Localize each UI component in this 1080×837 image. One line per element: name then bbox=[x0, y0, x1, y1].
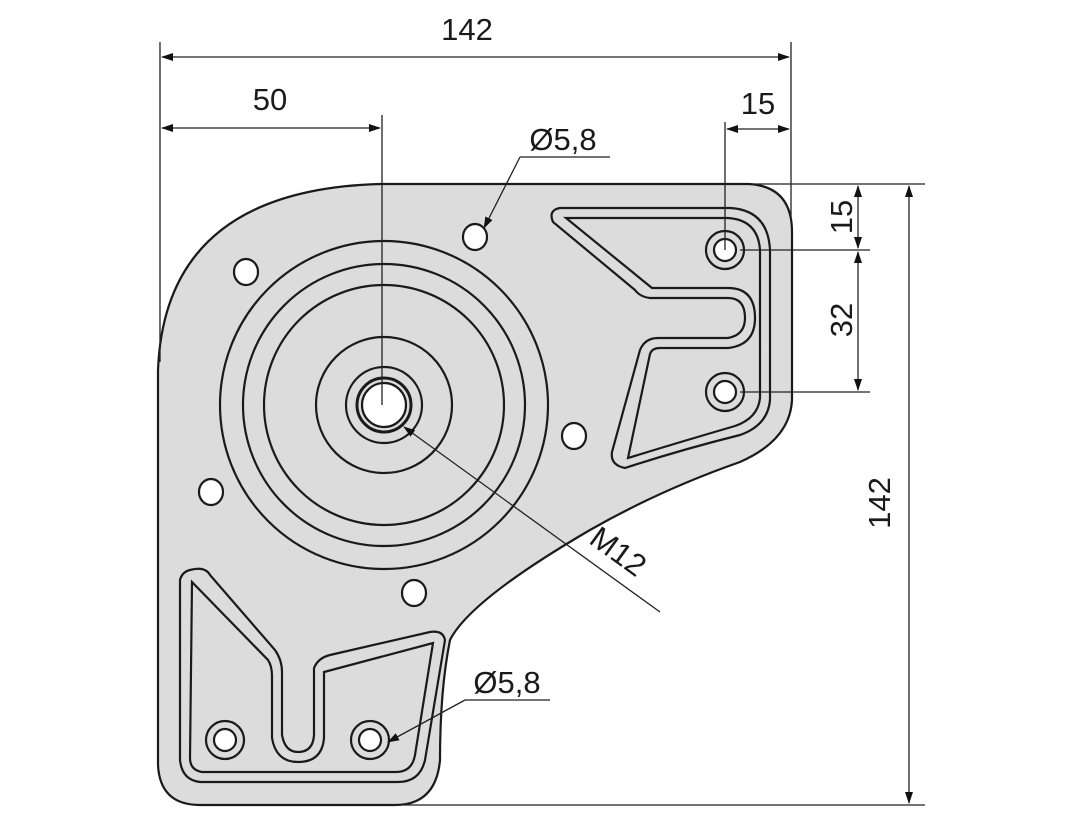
embossed-ribs bbox=[178, 206, 772, 784]
small-holes bbox=[197, 222, 588, 608]
callout-hole-top: Ø5,8 bbox=[529, 122, 596, 157]
dim-hole-spacing: 32 bbox=[824, 303, 859, 337]
plate-outline bbox=[156, 182, 794, 807]
callout-hole-bottom: Ø5,8 bbox=[473, 665, 540, 700]
dim-right-hole-offset: 15 bbox=[741, 86, 775, 121]
dim-top-hole-offset: 15 bbox=[824, 200, 859, 234]
dim-overall-width: 142 bbox=[441, 12, 493, 47]
callout-center-thread: M12 bbox=[583, 520, 652, 584]
dim-center-offset: 50 bbox=[253, 82, 287, 117]
center-boss bbox=[218, 239, 550, 571]
dimension-lines bbox=[159, 42, 925, 806]
dim-overall-height: 142 bbox=[862, 477, 897, 529]
